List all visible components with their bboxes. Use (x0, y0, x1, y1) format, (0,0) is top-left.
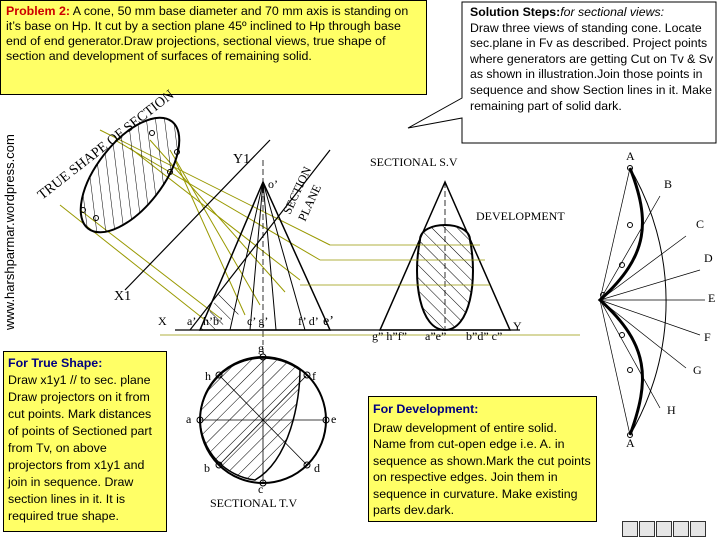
label-y: Y (513, 319, 522, 333)
slide-navigation (622, 521, 706, 539)
label-tv-a: a (186, 412, 192, 426)
sectional-side-view (300, 180, 512, 332)
label-apex-fv: o’ (268, 177, 278, 191)
label-dev-a-top: A (626, 149, 635, 163)
label-sectional-tv: SECTIONAL T.V (210, 496, 297, 510)
label-sv-bdc: b”d” c” (466, 329, 502, 343)
development-heading: For Development: (373, 402, 479, 416)
true-shape-section (79, 116, 181, 234)
label-dev-f: F (704, 330, 711, 344)
nav-home-icon[interactable] (622, 521, 638, 537)
label-dev-d: D (704, 251, 713, 265)
label-dev-c: C (696, 217, 704, 231)
nav-back-icon[interactable] (639, 521, 655, 537)
solution-steps: Solution Steps:for sectional views: Draw… (470, 5, 715, 114)
true-shape-note: For True Shape: Draw x1y1 // to sec. pla… (3, 351, 167, 532)
label-development: DEVELOPMENT (476, 209, 565, 223)
label-sv-ae: a”e” (425, 329, 446, 343)
label-fv-a: a’ (187, 314, 196, 328)
label-fv-fd: f’ d’ (298, 314, 319, 328)
label-dev-e: E (708, 291, 715, 305)
label-sv-gh: g” h”f” (372, 329, 407, 343)
nav-prev-icon[interactable] (656, 521, 672, 537)
problem-statement: Problem 2: A cone, 50 mm base diameter a… (0, 0, 427, 95)
front-view-cone (198, 160, 332, 340)
label-tv-f: f (312, 369, 316, 383)
development (597, 165, 705, 438)
label-dev-a-bottom: A (626, 436, 635, 450)
nav-end-icon[interactable] (690, 521, 706, 537)
label-dev-h: H (667, 403, 676, 417)
label-tv-d: d (314, 461, 320, 475)
label-tv-h: h (205, 369, 211, 383)
label-dev-g: G (693, 363, 702, 377)
label-tv-g: g (258, 341, 264, 355)
label-x: X (158, 314, 167, 328)
x1y1-line (124, 139, 271, 291)
problem-heading: Problem 2: (6, 4, 71, 18)
label-x1: X1 (114, 289, 131, 304)
steps-subheading: for sectional views: (560, 5, 665, 19)
label-tv-e: e (331, 412, 336, 426)
nav-next-icon[interactable] (673, 521, 689, 537)
true-shape-heading: For True Shape: (8, 356, 103, 370)
steps-text: Draw three views of standing cone. Locat… (470, 20, 714, 113)
drawing-labels: Y1 X1 X Y o’ a’ h’b’ c’ g’ f’ d’ e’ SECT… (114, 149, 715, 510)
development-note: For Development: Draw development of ent… (368, 396, 597, 522)
label-tv-b: b (204, 461, 210, 475)
label-dev-b: B (664, 177, 672, 191)
steps-heading: Solution Steps: (470, 5, 561, 19)
sectional-top-view (196, 340, 330, 487)
label-y1: Y1 (233, 152, 250, 167)
solution-steps-callout (407, 1, 717, 144)
label-fv-e: e’ (323, 314, 334, 329)
label-sectional-sv: SECTIONAL S.V (370, 155, 458, 169)
label-fv-hb: h’b’ (203, 314, 223, 328)
label-fv-cg: c’ g’ (247, 314, 268, 328)
label-tv-c: c (258, 482, 263, 496)
problem-text: A cone, 50 mm base diameter and 70 mm ax… (6, 4, 409, 63)
true-shape-text: Draw x1y1 // to sec. plane Draw projecto… (8, 373, 152, 523)
development-text: Draw development of entire solid. Name f… (373, 420, 591, 518)
